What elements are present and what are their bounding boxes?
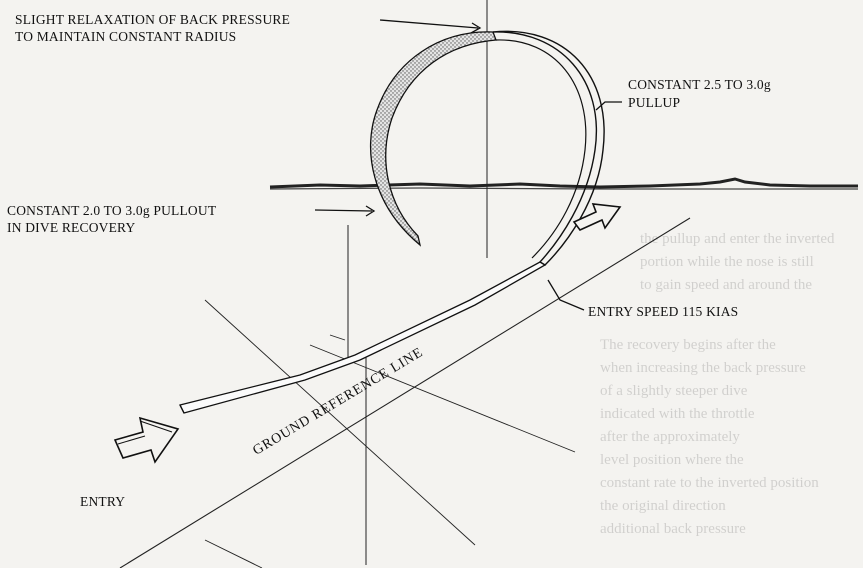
leader-entry-speed xyxy=(547,279,585,311)
ground-reference-line xyxy=(119,217,691,568)
leader-pullout xyxy=(314,209,373,212)
loop-stippled-section xyxy=(369,31,497,247)
label-back-pressure-1: SLIGHT RELAXATION OF BACK PRESSURE xyxy=(15,12,291,27)
label-pullup-1: CONSTANT 2.5 TO 3.0g xyxy=(628,77,771,92)
label-pullout-1: CONSTANT 2.0 TO 3.0g PULLOUT xyxy=(7,203,217,218)
label-back-pressure-2: TO MAINTAIN CONSTANT RADIUS xyxy=(15,29,237,44)
label-pullout-2: IN DIVE RECOVERY xyxy=(7,220,136,235)
label-entry-speed: ENTRY SPEED 115 KIAS xyxy=(588,304,739,319)
climb-arrow xyxy=(572,203,622,231)
label-pullup-2: PULLUP xyxy=(628,95,681,110)
loop-pullup-section xyxy=(492,30,605,266)
horizon-line xyxy=(269,177,858,189)
leader-pullup xyxy=(595,101,622,111)
label-entry: ENTRY xyxy=(80,494,126,509)
leader-top-left xyxy=(379,19,479,29)
entry-arrow xyxy=(113,416,180,464)
